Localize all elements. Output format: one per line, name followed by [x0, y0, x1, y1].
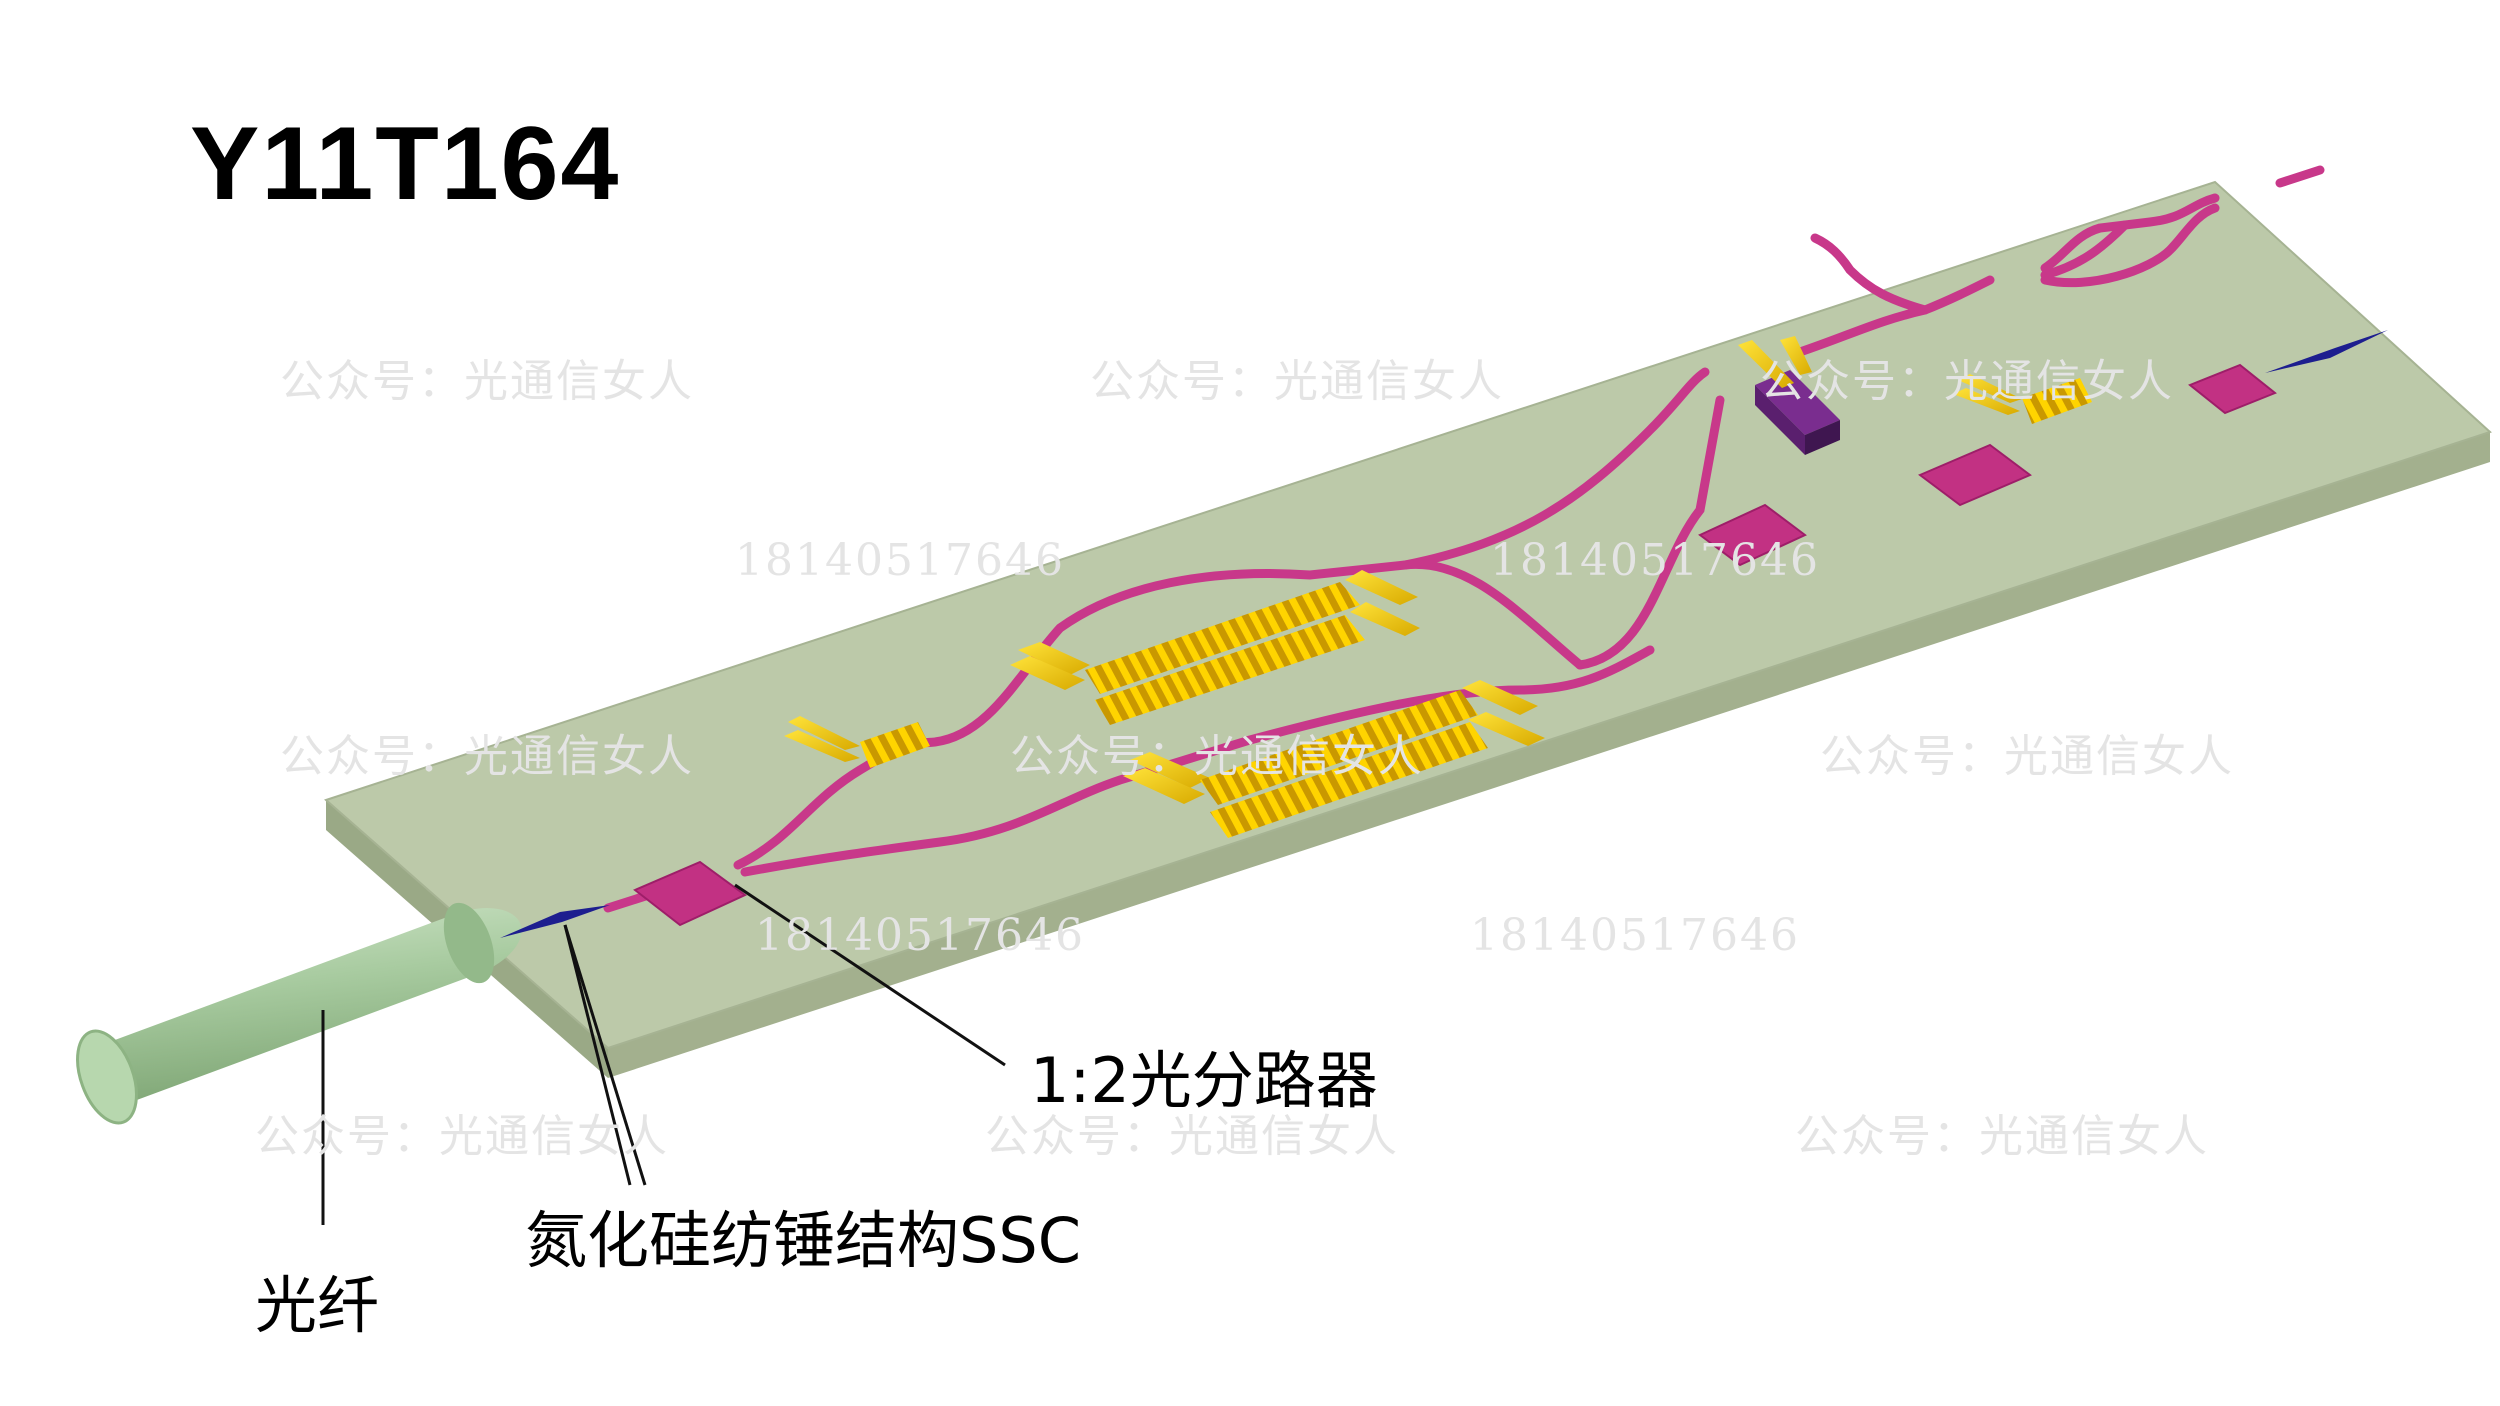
- watermark-account: 公众号：光通信女人: [1090, 356, 1504, 407]
- ssc-taper-input: [500, 905, 610, 938]
- phase-shifter-left: [784, 716, 930, 768]
- modulator-upper-pad-d: [1350, 602, 1420, 636]
- modulator-upper-fingers-1: [1085, 582, 1360, 694]
- heater-fingers-right: [2022, 378, 2092, 424]
- watermark-phone: 18140517646: [735, 535, 1065, 586]
- watermark-phone: 18140517646: [1490, 535, 1820, 586]
- substrate-side-face: [608, 432, 2490, 1078]
- pd-block-side: [1805, 420, 1840, 455]
- heater-pad-right-bottom: [1953, 388, 2020, 415]
- pd-block-top: [1755, 370, 1840, 435]
- watermark-account: 公众号：光通信女人: [1010, 731, 1424, 782]
- phase-shifter-right: [1953, 374, 2092, 424]
- waveguide-lower-branch: [740, 645, 1655, 877]
- waveguide-lower-small: [2040, 203, 2220, 288]
- waveguide-combine-arm-2: [1575, 395, 1725, 670]
- modulator-lower-pad-b: [1123, 768, 1205, 804]
- watermark-account: 公众号：光通信女人: [280, 356, 694, 407]
- watermark-account: 公众号：光通信女人: [255, 1111, 669, 1162]
- ssc-tapers: [500, 330, 2388, 938]
- modulator-lower-pad-d: [1468, 712, 1545, 746]
- watermark-account: 公众号：光通信女人: [1820, 731, 2234, 782]
- waveguide-upper-small: [2040, 193, 2220, 273]
- modulator-upper-pad-c: [1345, 570, 1418, 605]
- pd-block-front: [1755, 385, 1805, 455]
- callout-lines: [321, 883, 1006, 1225]
- mmi-splitter-input: [633, 860, 747, 927]
- heater-pad-left-top: [788, 716, 860, 750]
- waveguide-tap-up: [1810, 233, 1930, 315]
- ssc-taper-output: [2265, 330, 2388, 373]
- label-splitter: 1:2光分路器: [1030, 1044, 1378, 1117]
- page-title: Y11T164: [190, 106, 621, 222]
- waveguide-combine-arm-1: [1400, 367, 1710, 570]
- modulator-lower-fingers-2: [1210, 722, 1488, 838]
- mmi-combiner-3: [2188, 363, 2277, 415]
- pd-pad-2: [1780, 336, 1812, 375]
- label-ssc: 氮化硅纺锤结构SSC: [525, 1204, 1082, 1277]
- callout-line-ssc-1: [563, 924, 632, 1186]
- watermark-account: 公众号：光通信女人: [280, 731, 694, 782]
- label-fiber: 光纤: [255, 1269, 380, 1342]
- waveguide-output: [2275, 165, 2325, 188]
- callout-line-ssc-2: [563, 924, 647, 1186]
- watermark-phone: 18140517646: [1470, 910, 1800, 961]
- fiber-end-face: [76, 1029, 138, 1125]
- modulator-upper-pad-b: [1010, 656, 1085, 690]
- heater-pad-left-bottom: [784, 730, 860, 762]
- modulator-lower-fingers-1: [1200, 690, 1478, 805]
- modulator-lower: [1123, 680, 1545, 838]
- modulator-upper: [1010, 570, 1420, 725]
- photodetector: [1738, 336, 1840, 455]
- modulator-upper-fingers-2: [1095, 615, 1365, 725]
- waveguide-mid-2: [2040, 220, 2130, 280]
- fiber-coupled-face: [443, 902, 495, 984]
- modulator-lower-pad-c: [1462, 680, 1538, 715]
- heater-fingers-left: [860, 722, 930, 768]
- watermark-account: 公众号：光通信女人: [1760, 356, 2174, 407]
- mmi-combiner-1: [1698, 503, 1807, 567]
- watermark-account: 公众号：光通信女人: [1795, 1111, 2209, 1162]
- watermark-phone: 18140517646: [755, 910, 1085, 961]
- modulator-lower-pad-a: [1130, 752, 1210, 788]
- watermark-account: 公众号：光通信女人: [985, 1111, 1399, 1162]
- modulator-upper-pad-a: [1018, 642, 1090, 675]
- optical-fiber: [76, 902, 522, 1125]
- substrate-top-face: [324, 180, 2492, 1050]
- callout-line-splitter: [734, 883, 1006, 1067]
- pd-pad-1: [1738, 340, 1794, 388]
- mmi-couplers: [633, 363, 2277, 927]
- mmi-combiner-2: [1918, 443, 2032, 507]
- heater-pad-right-top: [1958, 374, 2022, 403]
